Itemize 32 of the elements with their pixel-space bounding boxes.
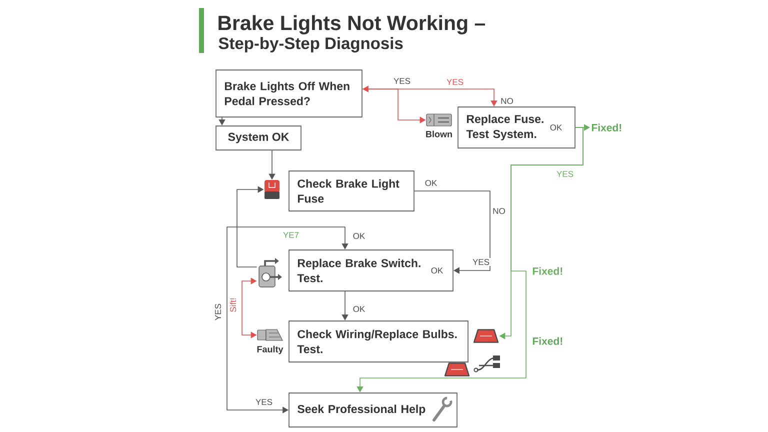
arrow [414, 190, 490, 274]
arrow [226, 226, 348, 414]
outcome-text: Fixed! [592, 124, 622, 132]
fuse-icon [264, 180, 280, 199]
edge-label: Fixed! [531, 266, 564, 276]
subtitle: Step-by-Step Diagnosis [217, 36, 404, 54]
branch-label: Fixed! [531, 336, 564, 346]
edge-label: YES [556, 170, 574, 178]
title: Brake Lights Not Working – [218, 15, 485, 34]
branch-label: OK [352, 232, 366, 240]
outcome-label: OK [431, 268, 444, 274]
edge-label: OK [352, 305, 366, 314]
icon-caption: Faulty [257, 346, 284, 354]
branch-label: OK [424, 179, 438, 188]
outcome-label: OK [550, 124, 562, 130]
branch-label: YES [472, 258, 490, 266]
brake-light-icon [473, 329, 499, 343]
branch-label: NO [500, 97, 514, 105]
branch-label: YE7 [282, 231, 300, 239]
edge-label: YES [214, 302, 222, 322]
process-box: Seek Professional Help [288, 392, 458, 428]
icon-caption: Blown [426, 130, 452, 138]
process-box: System OK [216, 126, 302, 150]
branch-label: YES [392, 77, 412, 85]
edge-label: YES [446, 78, 464, 86]
edge-label: NO [492, 207, 506, 215]
edge-label: Sift! [228, 296, 238, 314]
process-box: Brake Lights Off When Pedal Pressed? [216, 70, 362, 118]
branch-label: YES [254, 398, 274, 406]
switch-icon [258, 258, 282, 288]
process-box: Check Brake Light Fuse [288, 170, 414, 212]
process-box: Check Wiring/Replace Bulbs. Test. [288, 320, 468, 362]
